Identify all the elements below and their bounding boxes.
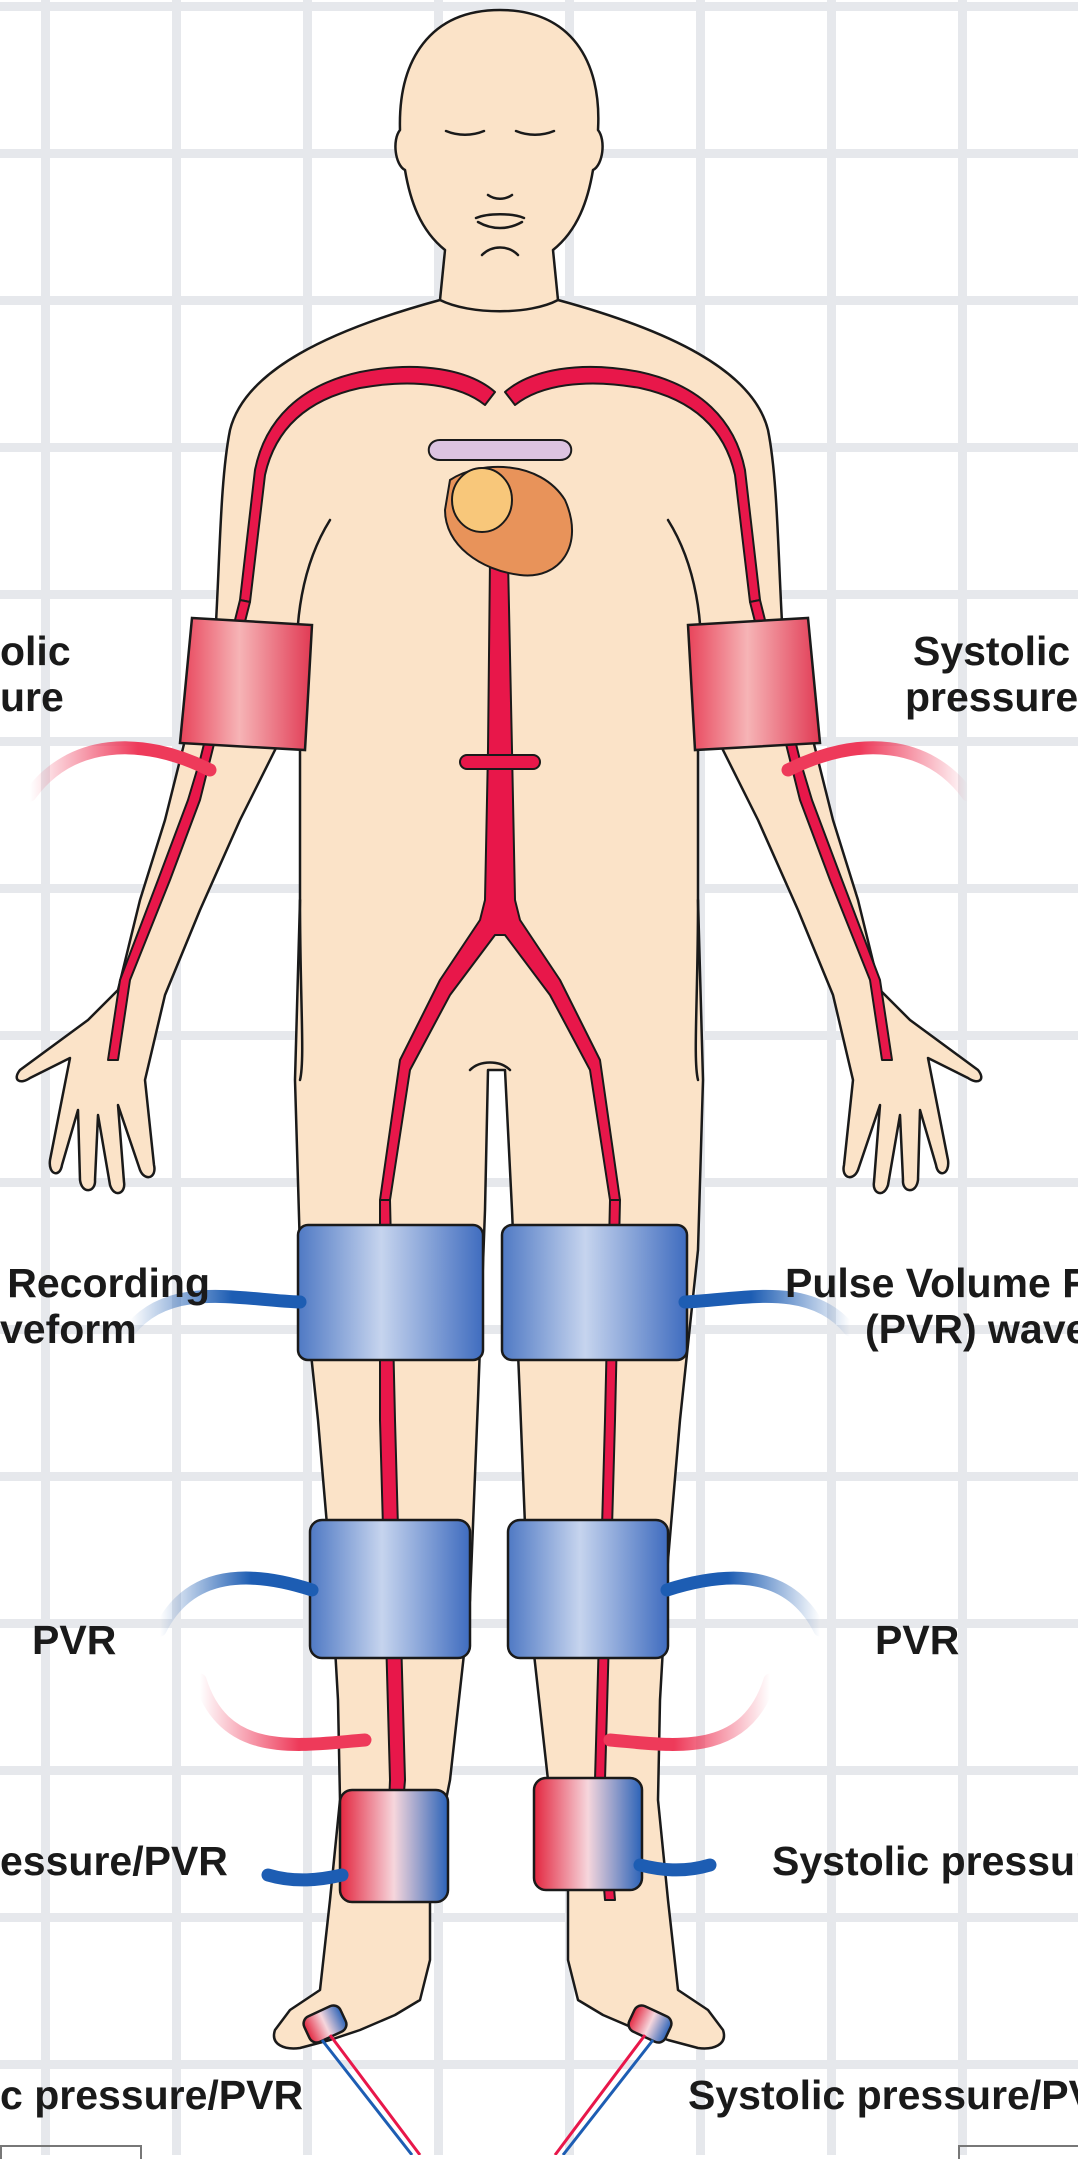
arm-cuff-right	[688, 618, 820, 750]
arm-cuff-left	[180, 618, 312, 750]
toe-leads	[322, 2035, 653, 2155]
body-silhouette	[17, 10, 982, 2048]
thigh-cuff-left	[298, 1225, 483, 1360]
calf-pvr-label-left: PVR	[32, 1617, 116, 1663]
ankle-label-left-text: essure/PVR	[0, 1838, 228, 1884]
ankle-label-right-text: Systolic pressur	[772, 1838, 1078, 1884]
ankle-label-left: essure/PVR	[0, 1838, 228, 1884]
thigh-pvr-label-left-line2: veform	[0, 1306, 210, 1352]
arm-pressure-label-right-line1: Systolic	[905, 628, 1078, 674]
thigh-pvr-label-left: Recording veform	[0, 1260, 210, 1352]
toe-label-right: Systolic pressure/PV	[688, 2072, 1078, 2118]
calf-cuff-left	[310, 1520, 470, 1658]
toe-label-left-text: c pressure/PVR	[0, 2072, 303, 2118]
toe-label-left: c pressure/PVR	[0, 2072, 303, 2118]
arm-pressure-label-left-line1: olic	[0, 628, 71, 674]
calf-pvr-label-left-text: PVR	[32, 1617, 116, 1663]
ankle-cuff-left	[340, 1790, 448, 1902]
calf-pvr-label-right: PVR	[875, 1617, 959, 1663]
ankle-cuff-right	[534, 1778, 642, 1890]
label-frame-right	[958, 2145, 1078, 2159]
thigh-pvr-label-right-line2: (PVR) wave	[785, 1306, 1078, 1352]
thigh-cuff-right	[502, 1225, 687, 1360]
calf-pvr-label-right-text: PVR	[875, 1617, 959, 1663]
toe-label-right-text: Systolic pressure/PV	[688, 2072, 1078, 2118]
thigh-pvr-label-right: Pulse Volume R (PVR) wave	[785, 1260, 1078, 1352]
arm-pressure-label-right: Systolic pressure	[905, 628, 1078, 720]
label-frame-left	[0, 2145, 142, 2159]
arm-pressure-label-right-line2: pressure	[905, 674, 1078, 720]
thigh-pvr-label-left-line1: Recording	[0, 1260, 210, 1306]
ankle-label-right: Systolic pressur	[772, 1838, 1078, 1884]
arm-pressure-label-left: olic ure	[0, 628, 71, 720]
thigh-pvr-label-right-line1: Pulse Volume R	[785, 1260, 1078, 1306]
arm-pressure-label-left-line2: ure	[0, 674, 71, 720]
calf-cuff-right	[508, 1520, 668, 1658]
